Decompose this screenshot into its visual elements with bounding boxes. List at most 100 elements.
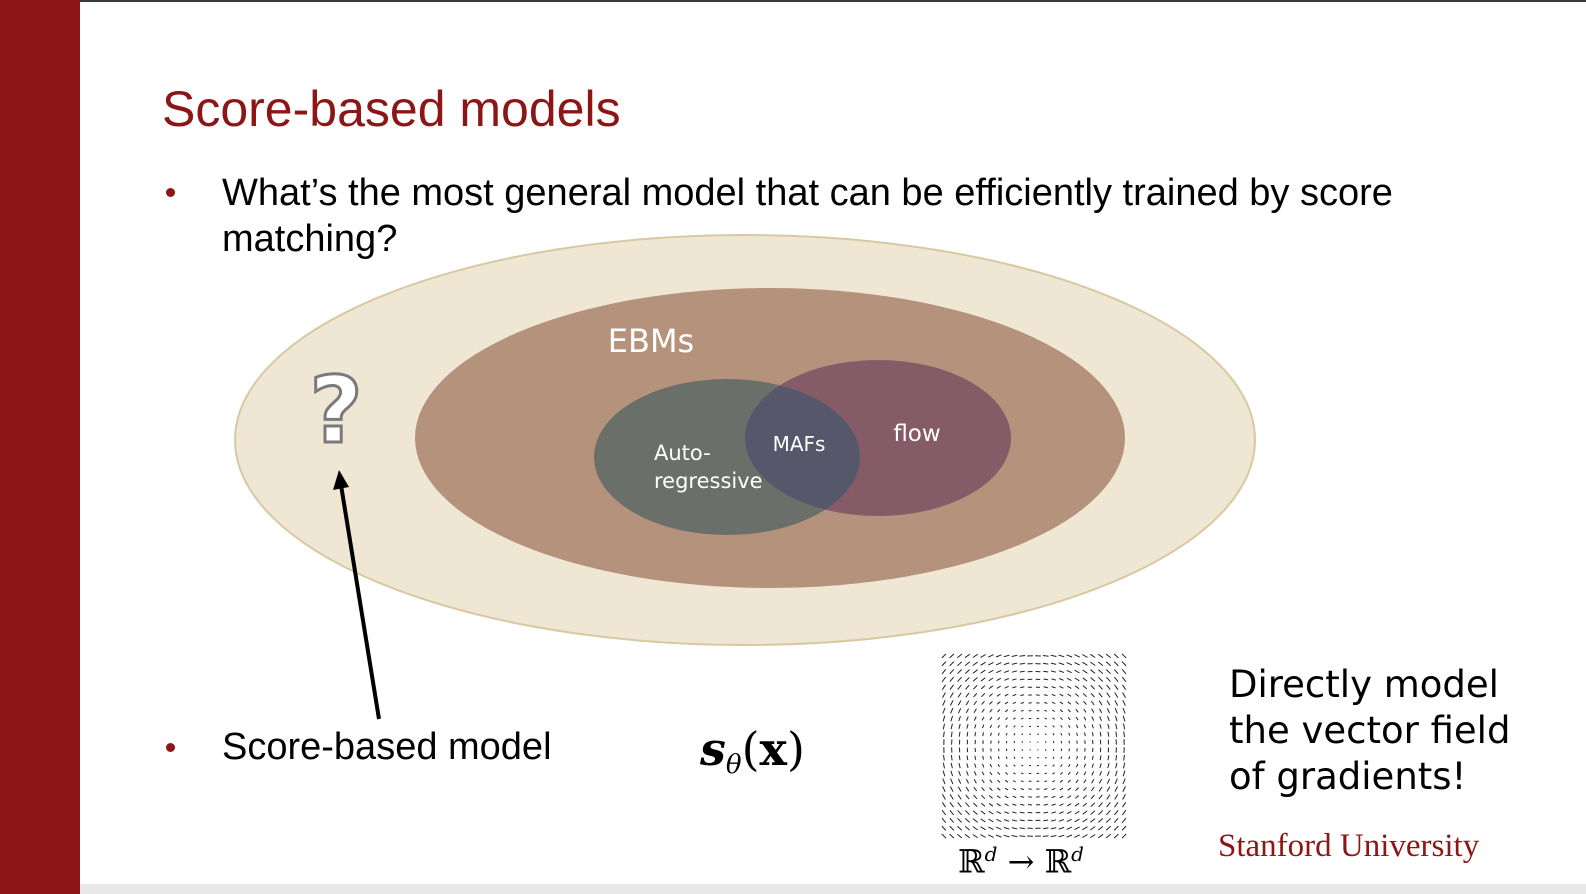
vector-field-arrow [988,826,994,831]
vector-field-arrow [1013,733,1016,736]
vector-field-arrow [1012,811,1017,814]
vector-field-arrow [941,684,946,690]
side-note-line-1: Directly model [1229,663,1499,706]
vector-field-arrow [988,795,993,799]
vector-field-arrow [1012,787,1017,791]
vector-field-arrow [1099,724,1102,729]
vector-field-arrow [980,661,986,666]
vector-field-arrow [1084,732,1086,737]
vector-field-arrow [974,755,977,760]
vector-field-arrow [1097,833,1104,839]
vector-field-arrow [1060,732,1063,736]
vector-field-arrow [1098,684,1103,690]
vector-field-arrow [1075,763,1079,768]
vector-field-arrow [1082,826,1088,831]
vector-field-arrow [1123,723,1126,730]
vector-field-arrow [1068,732,1071,736]
vector-field-arrow [965,708,970,714]
vector-field-arrow [988,669,994,674]
vector-field-arrow [1020,709,1024,712]
vector-field-arrow [1068,756,1071,760]
vector-field-arrow [1066,662,1073,666]
vector-field-arrow [1113,817,1119,823]
vector-field-arrow [942,762,945,769]
vector-field-arrow [1075,716,1079,721]
vector-field-arrow [1004,819,1010,822]
ebm-label: EBMs [608,322,694,360]
vector-field-arrow [1082,661,1088,666]
vector-field-arrow [956,833,963,839]
vector-field-arrow [956,653,963,659]
vector-field-arrow [966,731,969,737]
vector-field-arrow [973,779,977,784]
vector-field-arrow [1013,772,1016,775]
vector-field-arrow [988,677,994,682]
vector-field-arrow [942,770,946,777]
score-paren-close: ) [786,722,805,776]
vector-field-arrow [973,794,978,800]
vector-field-arrow [1099,763,1102,768]
vector-field-arrow [1052,717,1055,720]
vector-field-arrow [1121,825,1127,831]
vector-field-arrow [1029,741,1031,743]
vector-field-arrow [1004,678,1009,681]
vector-field-arrow [996,810,1002,815]
vector-field-arrow [1051,811,1056,814]
vector-field-arrow [1122,707,1126,714]
bullet-2: Score-based model [222,724,552,770]
vector-field-arrow [958,723,961,730]
vector-field-arrow [1004,811,1009,814]
vector-field-arrow [942,699,946,706]
vector-field-arrow [1083,708,1087,713]
vector-field-arrow [973,716,977,721]
vector-field-arrow [1074,818,1080,823]
vector-field-arrow [1098,818,1104,823]
vector-field-arrow [981,779,985,784]
vector-field-arrow [941,802,946,808]
vector-field-arrow [1105,817,1111,823]
vector-field-arrow [958,716,961,722]
vector-field-arrow [1091,763,1094,768]
vector-field-arrow [950,770,954,777]
vector-field-arrow [989,724,993,729]
vector-field-arrow [1106,786,1111,792]
vector-field-arrow [1106,802,1111,808]
vector-field-arrow [1021,733,1024,736]
vector-field-arrow [1090,685,1095,690]
vector-field-arrow [1011,670,1018,673]
vector-field-arrow [1060,717,1063,720]
vector-field-arrow [1004,685,1009,689]
mapping-domain: ℝ [958,842,985,881]
vector-field-arrow [1107,731,1110,737]
question-mark: ? [309,357,362,464]
vector-field-arrow [950,723,953,730]
vector-field-arrow [950,778,954,785]
vector-field-arrow [1005,764,1008,767]
mapping-formula: ℝd → ℝd [958,842,1084,881]
vector-field-arrow [965,778,970,784]
vector-field-arrow [1099,755,1102,761]
vector-field-arrow [957,810,962,816]
vector-field-arrow [997,716,1001,721]
vector-field-arrow [949,833,955,839]
vector-field-arrow [1051,795,1056,799]
vector-field-arrow [965,692,970,698]
vector-field-arrow [1067,787,1072,791]
vector-field-arrow [1105,825,1111,831]
vector-field-arrow [1043,788,1048,790]
vector-field-arrow [980,810,986,815]
vector-field-arrow [1083,724,1087,729]
vector-field-arrow [1043,686,1048,689]
vector-field-arrow [996,685,1001,689]
vector-field-arrow [1066,677,1072,682]
vector-field-arrow [1123,754,1125,761]
vector-field-arrow [1067,795,1072,799]
vector-field-arrow [1044,756,1047,759]
vector-field-arrow [1043,803,1048,806]
vector-field-arrow [989,787,993,791]
vector-field-arrow [987,834,994,838]
slide-title: Score-based models [162,81,621,137]
vector-field-arrow [964,810,970,816]
vector-field-arrow [1051,678,1056,681]
vector-field-arrow [941,809,947,816]
